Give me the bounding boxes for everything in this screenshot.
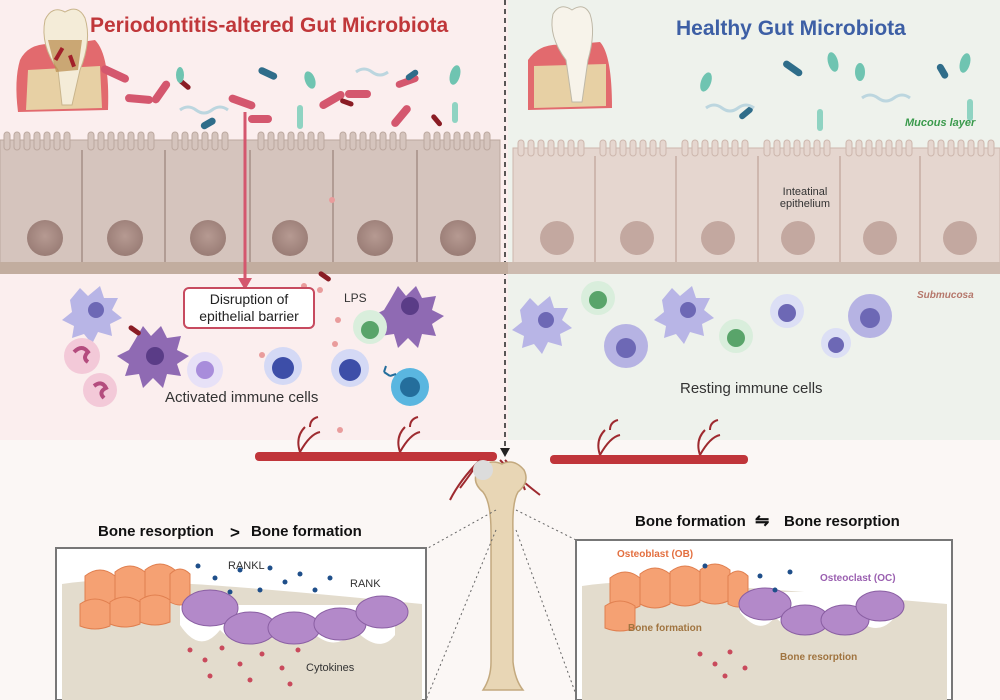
bone-resorption-heading-left: Bone resorption — [98, 523, 214, 540]
bone-box-right — [575, 539, 953, 700]
rankl-label: RANKL — [228, 560, 265, 572]
activated-immune-cells-label: Activated immune cells — [165, 389, 319, 406]
bone-resorption-heading-right: Bone resorption — [784, 513, 900, 530]
mucous-layer-label: Mucous layer — [905, 117, 976, 129]
diseased-tooth — [16, 8, 109, 112]
barrier-disruption-label: Disruption of epithelial barrier — [183, 287, 315, 329]
bone-box-left — [55, 547, 427, 700]
healthy-tooth — [528, 6, 612, 110]
left-panel-title: Periodontitis-altered Gut Microbiota — [90, 14, 449, 37]
resting-immune-cells-label: Resting immune cells — [680, 380, 823, 397]
greater-than-symbol: > — [230, 523, 240, 542]
lps-dots — [259, 197, 343, 433]
divider-arrowhead — [500, 448, 510, 457]
rank-label: RANK — [350, 578, 381, 590]
pathogenic-bacteria — [101, 65, 461, 130]
epithelium-label: Inteatinal epithelium — [779, 186, 831, 210]
epithelium-left — [0, 131, 508, 274]
osteoblast-label: Osteoblast (OB) — [617, 549, 694, 560]
resting-immune-cells — [512, 281, 892, 368]
submucosa-label: Submucosa — [917, 290, 974, 301]
right-panel-title: Healthy Gut Microbiota — [676, 17, 906, 40]
bone-formation-label: Bone formation — [628, 623, 702, 634]
osteoclast-label: Osteoclast (OC) — [820, 573, 896, 584]
bone-formation-heading-left: Bone formation — [251, 523, 362, 540]
femur-bone — [473, 460, 527, 691]
equilibrium-symbol: ⇋ — [755, 511, 770, 530]
cytokines-label: Cytokines — [306, 662, 355, 674]
epithelium-right — [508, 139, 1000, 274]
bone-formation-heading-right: Bone formation — [635, 513, 746, 530]
penetration-arrowhead — [238, 278, 252, 290]
blood-vessels — [255, 416, 748, 501]
bone-resorption-label: Bone resorption — [780, 652, 858, 663]
activated-immune-cells — [62, 271, 444, 407]
lps-label: LPS — [344, 291, 367, 305]
commensal-bacteria — [700, 52, 973, 131]
